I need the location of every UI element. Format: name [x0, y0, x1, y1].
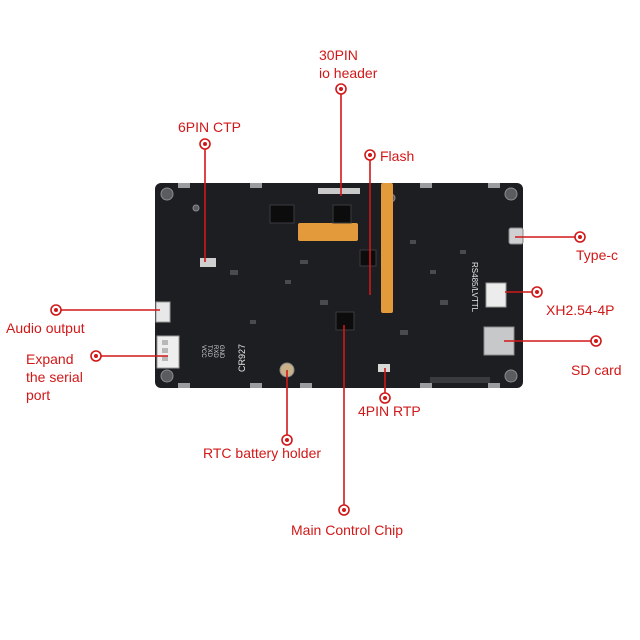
pcb-board — [155, 183, 523, 388]
label-io-header: 30PIN io header — [319, 47, 378, 81]
silk-cr927: CR927 — [237, 344, 247, 372]
edge-tabs — [178, 183, 500, 388]
label-flash: Flash — [380, 148, 415, 164]
flex-cable-horizontal — [298, 223, 358, 241]
xh-connector — [485, 282, 507, 308]
label-sd-card: SD card — [571, 362, 622, 378]
silk-pin-vcc: VCC — [200, 345, 206, 358]
callout-dot-centers — [54, 87, 598, 512]
flash-chip — [332, 204, 352, 224]
ic-small — [359, 249, 377, 267]
label-audio-output: Audio output — [6, 320, 85, 336]
silk-pin-txd: TXD — [206, 345, 212, 358]
label-6pin-ctp: 6PIN CTP — [178, 119, 242, 135]
silk-pin-gnd: GND — [218, 345, 224, 359]
ctp-connector — [200, 258, 216, 267]
rtp-connector — [378, 364, 390, 372]
label-4pin-rtp: 4PIN RTP — [358, 403, 421, 419]
silk-rs485: RS485/LVTTL — [470, 262, 479, 313]
bottom-pin-header — [430, 377, 490, 383]
ic-small — [269, 204, 295, 224]
audio-connector — [155, 301, 171, 323]
label-expand-serial-port: Expand the serial port — [26, 351, 83, 403]
callouts — [56, 90, 592, 508]
smd-components — [230, 240, 466, 335]
label-main-control-chip: Main Control Chip — [291, 522, 404, 538]
callout-dots — [50, 83, 602, 516]
label-type-c: Type-c — [576, 247, 619, 263]
main-control-chip — [335, 311, 355, 331]
silk-pin-rxd: RXD — [212, 345, 218, 358]
flex-cable-vertical — [381, 183, 393, 313]
label-rtc-battery-holder: RTC battery holder — [203, 445, 322, 461]
type-c-port — [508, 227, 524, 245]
label-xh254-4p: XH2.54-4P — [546, 302, 615, 318]
io-header-connector — [318, 188, 360, 194]
serial-pins — [162, 340, 168, 361]
